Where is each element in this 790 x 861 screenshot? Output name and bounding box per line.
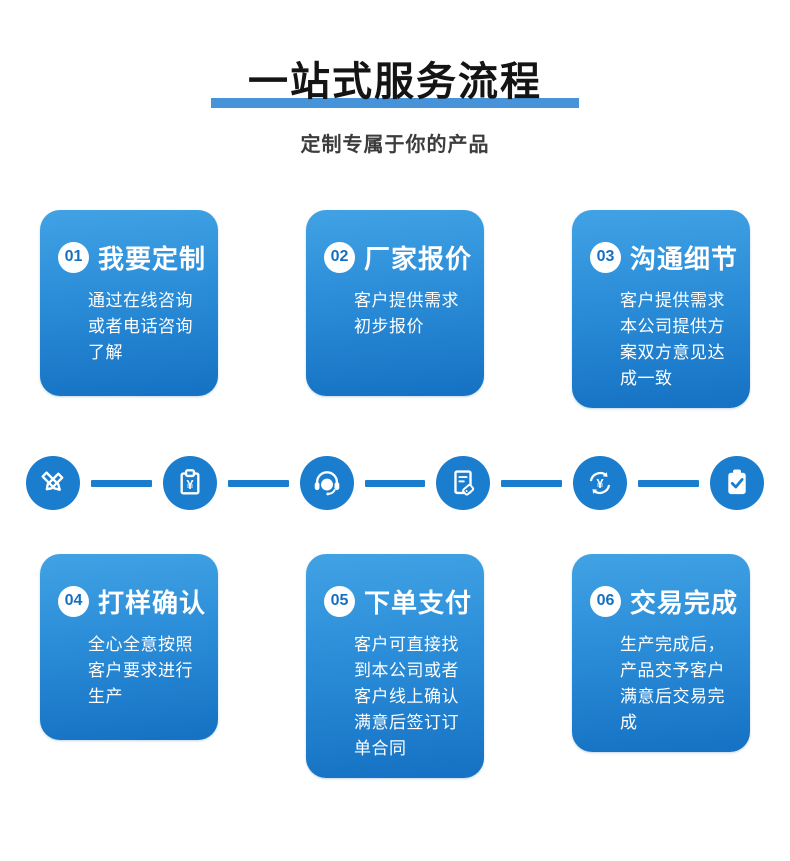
step-card-header: 06 交易完成 bbox=[590, 584, 739, 618]
step-number-badge: 02 bbox=[324, 241, 355, 273]
step-card-1: 01 我要定制 通过在线咨询或者电话咨询了解 bbox=[40, 210, 218, 396]
page-title: 一站式服务流程 bbox=[248, 60, 542, 104]
step-card-6: 06 交易完成 生产完成后，产品交予客户满意后交易完成 bbox=[572, 554, 750, 752]
page-header: 一站式服务流程 bbox=[211, 58, 579, 108]
connector-line bbox=[638, 479, 699, 487]
customer-service-headset-icon bbox=[299, 456, 354, 510]
step-title: 沟通细节 bbox=[630, 243, 739, 274]
step-description: 生产完成后，产品交予客户满意后交易完成 bbox=[620, 635, 725, 732]
step-card-header: 03 沟通细节 bbox=[590, 240, 739, 274]
connector-line bbox=[227, 479, 289, 487]
step-description: 全心全意按照客户要求进行生产 bbox=[88, 635, 193, 706]
steps-row-bottom: 04 打样确认 全心全意按照客户要求进行生产 05 下单支付 客户可直接找到本公… bbox=[0, 554, 790, 778]
step-number-badge: 04 bbox=[58, 585, 89, 617]
svg-text:¥: ¥ bbox=[186, 478, 193, 492]
step-description: 通过在线咨询或者电话咨询了解 bbox=[88, 291, 193, 362]
completed-clipboard-check-icon bbox=[709, 456, 764, 510]
process-icon-row: ¥ bbox=[26, 456, 764, 510]
step-card-2: 02 厂家报价 客户提供需求初步报价 bbox=[306, 210, 484, 396]
step-card-header: 01 我要定制 bbox=[58, 240, 207, 274]
svg-text:¥: ¥ bbox=[597, 477, 604, 491]
order-document-tag-icon bbox=[436, 456, 491, 510]
price-quote-clipboard-icon: ¥ bbox=[162, 456, 217, 510]
page-subtitle: 定制专属于你的产品 bbox=[300, 134, 490, 156]
connector-line bbox=[501, 479, 563, 487]
connector-line bbox=[91, 479, 152, 487]
step-description: 客户可直接找到本公司或者客户线上确认满意后签订订单合同 bbox=[354, 635, 459, 758]
step-description: 客户提供需求本公司提供方案双方意见达成一致 bbox=[620, 291, 725, 388]
step-title: 我要定制 bbox=[98, 243, 207, 274]
step-number-badge: 05 bbox=[324, 585, 355, 617]
crossed-pens-icon bbox=[26, 456, 80, 510]
step-number-badge: 06 bbox=[590, 585, 621, 617]
step-title: 打样确认 bbox=[98, 587, 207, 618]
step-card-header: 04 打样确认 bbox=[58, 584, 207, 618]
steps-row-top: 01 我要定制 通过在线咨询或者电话咨询了解 02 厂家报价 客户提供需求初步报… bbox=[0, 210, 790, 408]
step-card-4: 04 打样确认 全心全意按照客户要求进行生产 bbox=[40, 554, 218, 740]
step-number-badge: 01 bbox=[58, 241, 89, 273]
step-title: 下单支付 bbox=[364, 587, 473, 618]
step-card-header: 02 厂家报价 bbox=[324, 240, 473, 274]
yen-exchange-icon: ¥ bbox=[573, 456, 628, 510]
step-title: 厂家报价 bbox=[364, 243, 473, 274]
step-description: 客户提供需求初步报价 bbox=[354, 291, 459, 336]
step-card-header: 05 下单支付 bbox=[324, 584, 473, 618]
connector-line bbox=[364, 479, 426, 487]
step-card-5: 05 下单支付 客户可直接找到本公司或者客户线上确认满意后签订订单合同 bbox=[306, 554, 484, 778]
step-number-badge: 03 bbox=[590, 241, 621, 273]
step-title: 交易完成 bbox=[630, 587, 739, 618]
title-underline-bar bbox=[211, 98, 579, 108]
step-card-3: 03 沟通细节 客户提供需求本公司提供方案双方意见达成一致 bbox=[572, 210, 750, 408]
